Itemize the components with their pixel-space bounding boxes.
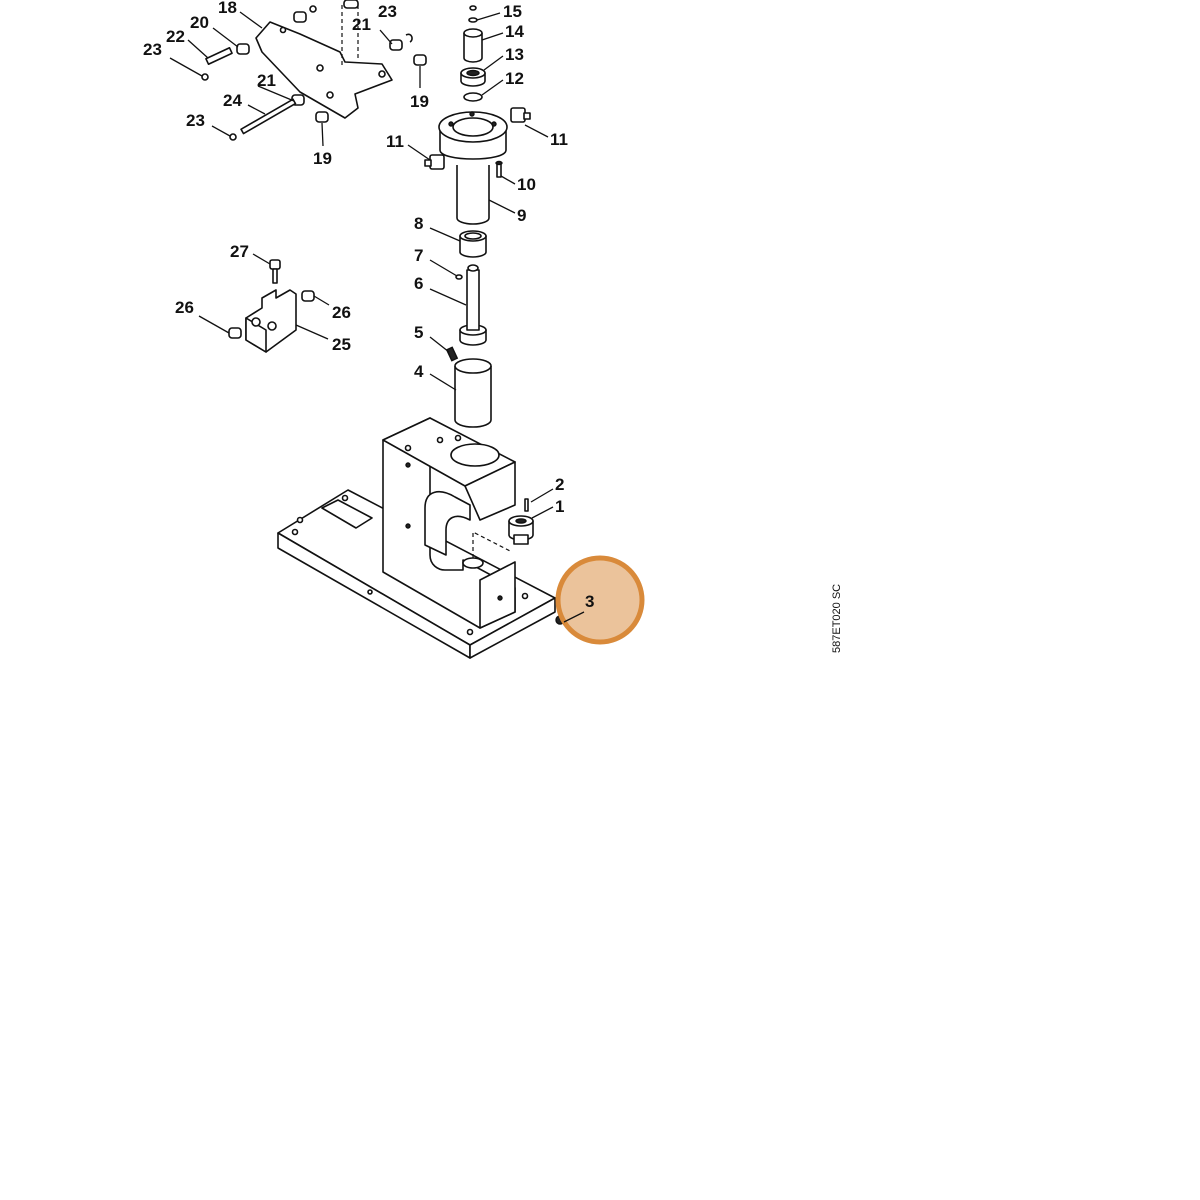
c-frame-upper-front <box>464 461 516 521</box>
highlight-circle[interactable] <box>555 555 645 645</box>
bushing-top-b <box>343 0 359 9</box>
bushing-part-26-right <box>301 290 315 302</box>
clip-top <box>309 5 317 13</box>
label-part-26-left: 26 <box>175 298 194 317</box>
base-plate-side <box>469 597 556 659</box>
frame-top-bore <box>450 443 500 467</box>
label-part-21-left: 21 <box>257 71 276 90</box>
frame-hole <box>497 595 503 601</box>
spindle-stack <box>424 5 531 428</box>
label-part-3: 3 <box>585 592 594 611</box>
bushing-part-8 <box>459 230 487 258</box>
label-part-22: 22 <box>166 27 185 46</box>
pin-part-5 <box>445 346 459 362</box>
housing-part-9 <box>438 111 508 225</box>
screw-part-10 <box>495 160 503 178</box>
label-part-24: 24 <box>223 91 242 110</box>
knob-part-11-right <box>510 107 531 123</box>
label-part-1: 1 <box>555 497 564 516</box>
base-hole <box>521 592 529 600</box>
pin-part-2 <box>524 498 529 512</box>
part-labels: 1 2 4 5 6 7 8 9 10 11 11 12 13 14 15 18 … <box>143 0 568 516</box>
lever-part-18 <box>255 21 393 119</box>
tube-part-14 <box>463 28 483 63</box>
nut-part-1 <box>508 515 534 545</box>
label-part-11-left: 11 <box>386 132 404 151</box>
bushing-part-19-right <box>413 54 427 66</box>
frame-hole <box>405 462 411 468</box>
clip-part-23 <box>405 33 413 43</box>
highlighted-part-3[interactable]: 3 <box>555 555 645 645</box>
frame-hole <box>405 523 411 529</box>
c-frame-lower-front <box>479 561 516 629</box>
pin-part-24 <box>240 98 297 135</box>
ring-part-12 <box>463 92 483 102</box>
clip-part-23 <box>229 133 237 141</box>
label-part-7: 7 <box>414 246 423 265</box>
shaft-part-6 <box>459 264 487 346</box>
label-part-23-top: 23 <box>378 2 397 21</box>
base-hole <box>291 528 299 536</box>
frame-hole <box>404 444 412 452</box>
clip-part-23 <box>201 73 209 81</box>
label-part-4: 4 <box>414 362 424 381</box>
label-part-23-bottom: 23 <box>186 111 205 130</box>
bushing-top-a <box>293 11 307 23</box>
base-slot <box>321 499 373 529</box>
label-part-19-right: 19 <box>410 92 429 111</box>
c-frame-throat <box>424 490 471 556</box>
base-hole <box>296 516 304 524</box>
pin-part-22 <box>205 46 233 66</box>
knob-part-11-left <box>424 154 445 170</box>
leader-lines <box>169 11 554 519</box>
base-hole <box>341 494 349 502</box>
label-part-10: 10 <box>517 175 536 194</box>
label-part-14: 14 <box>505 22 524 41</box>
washer-part-7 <box>455 274 463 280</box>
label-part-15: 15 <box>503 2 522 21</box>
bushing-part-21-top <box>389 39 403 51</box>
bracket-assembly <box>228 259 315 353</box>
screw-part-27 <box>269 259 281 284</box>
base-frame-assembly <box>277 417 556 659</box>
label-part-26-right: 26 <box>332 303 351 322</box>
frame-bottom-hole <box>462 557 484 569</box>
frame-hole <box>436 436 444 444</box>
label-part-20: 20 <box>190 13 209 32</box>
label-part-18: 18 <box>218 0 237 17</box>
leader-part-3 <box>563 611 585 623</box>
sleeve-part-4 <box>454 358 492 428</box>
bushing-part-26-left <box>228 327 242 339</box>
label-part-23-left: 23 <box>143 40 162 59</box>
linkage-assembly <box>201 0 427 141</box>
base-hole <box>367 589 373 595</box>
alignment-line <box>472 531 513 558</box>
frame-hole <box>454 434 462 442</box>
bushing-part-19-bottom <box>315 111 329 123</box>
base-hole <box>466 628 474 636</box>
label-part-8: 8 <box>414 214 423 233</box>
label-part-11-right: 11 <box>550 130 568 149</box>
washer-part-15-upper <box>469 5 477 11</box>
label-part-2: 2 <box>555 475 564 494</box>
label-part-27: 27 <box>230 242 249 261</box>
label-part-21-top: 21 <box>352 15 371 34</box>
drawing-code: 587ET020 SC <box>831 584 843 653</box>
label-part-13: 13 <box>505 45 524 64</box>
label-part-6: 6 <box>414 274 423 293</box>
label-part-25: 25 <box>332 335 351 354</box>
label-part-9: 9 <box>517 206 526 225</box>
label-part-12: 12 <box>505 69 524 88</box>
bearing-part-13 <box>460 67 486 87</box>
label-part-19-bottom: 19 <box>313 149 332 168</box>
bushing-part-20 <box>236 43 250 55</box>
washer-part-15 <box>468 17 478 23</box>
label-part-5: 5 <box>414 323 423 342</box>
